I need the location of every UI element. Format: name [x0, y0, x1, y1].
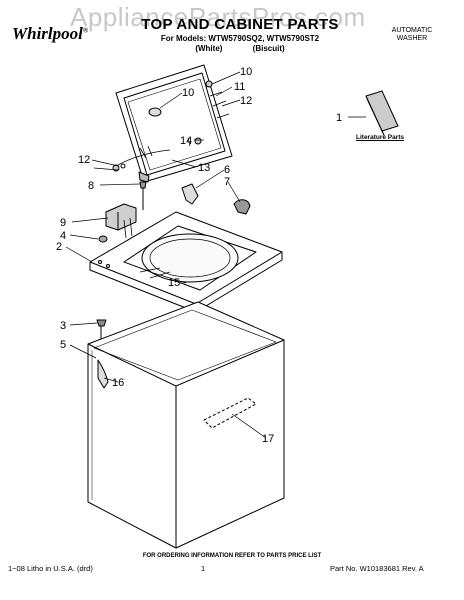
callout-numbers: 1 2 3 4 5 6 7 8 9 10 10 11 12 12 13 14 1…	[56, 66, 342, 445]
callout-12-right: 12	[240, 95, 252, 107]
leader-lines	[65, 71, 366, 439]
part-number: Part No. W10183681 Rev. A	[330, 564, 424, 573]
top-cover-part	[89, 211, 283, 313]
registered-mark: ®	[82, 26, 89, 35]
callout-4: 4	[60, 230, 66, 242]
callout-13: 13	[198, 162, 210, 174]
screw-part	[139, 181, 147, 210]
ordering-note: FOR ORDERING INFORMATION REFER TO PARTS …	[142, 553, 322, 559]
page-number: 1	[201, 564, 206, 573]
callout-7: 7	[224, 176, 230, 188]
callout-12-left: 12	[78, 154, 90, 166]
cabinet-part	[87, 301, 285, 549]
callout-5: 5	[60, 339, 66, 351]
color-variants: (White) (Biscuit)	[110, 44, 370, 53]
callout-3: 3	[60, 320, 66, 332]
strike-part	[233, 199, 251, 215]
literature-booklet	[365, 90, 399, 136]
appliance-type-line1: AUTOMATIC	[391, 27, 433, 34]
lid-switch-part	[105, 203, 137, 239]
appliance-type: AUTOMATIC WASHER	[372, 27, 452, 43]
callout-14: 14	[180, 135, 192, 147]
callout-1: 1	[336, 112, 342, 124]
model-list: For Models: WTW5790SQ2, WTW5790ST2	[160, 34, 320, 43]
callout-6: 6	[224, 164, 230, 176]
callout-8: 8	[88, 180, 94, 192]
brand-name: Whirlpool	[12, 24, 83, 43]
callout-17: 17	[262, 433, 274, 445]
brand-logo: Whirlpool®	[12, 24, 88, 44]
callout-11: 11	[234, 81, 245, 93]
callout-10-top: 10	[240, 66, 252, 78]
color-white: (White)	[195, 44, 223, 53]
literature-parts-label: Literature Parts	[356, 134, 405, 141]
watermark: AppliancePartsPros.com	[70, 2, 366, 32]
nut-part	[98, 235, 108, 243]
callout-2: 2	[56, 241, 62, 253]
callout-16: 16	[112, 377, 124, 389]
appliance-type-line2: WASHER	[396, 35, 428, 42]
hinge-part	[138, 171, 199, 205]
callout-10-lid: 10	[182, 87, 194, 99]
lid-part	[112, 64, 233, 183]
color-biscuit: (Biscuit)	[252, 44, 285, 53]
callout-15: 15	[168, 277, 180, 289]
callout-9: 9	[60, 217, 66, 229]
page-title: TOP AND CABINET PARTS	[141, 16, 339, 33]
litho-info: 1−08 Litho in U.S.A. (drd)	[8, 564, 93, 573]
